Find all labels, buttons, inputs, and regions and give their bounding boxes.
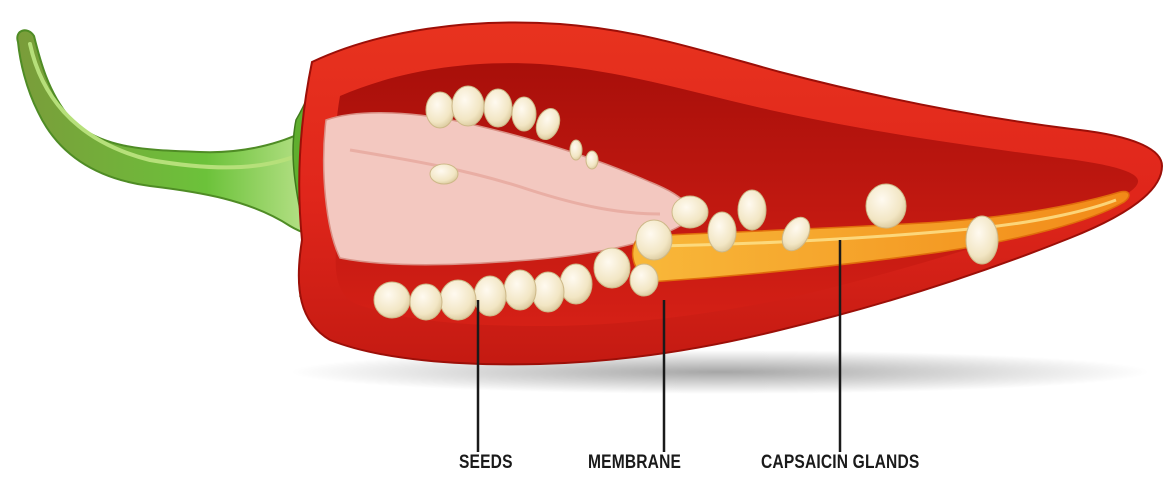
membrane-label: MEMBRANE [588, 452, 681, 474]
pepper-stem [17, 30, 332, 240]
seeds-label: SEEDS [459, 452, 513, 474]
capsaicin-glands-label: CAPSAICIN GLANDS [761, 452, 919, 474]
